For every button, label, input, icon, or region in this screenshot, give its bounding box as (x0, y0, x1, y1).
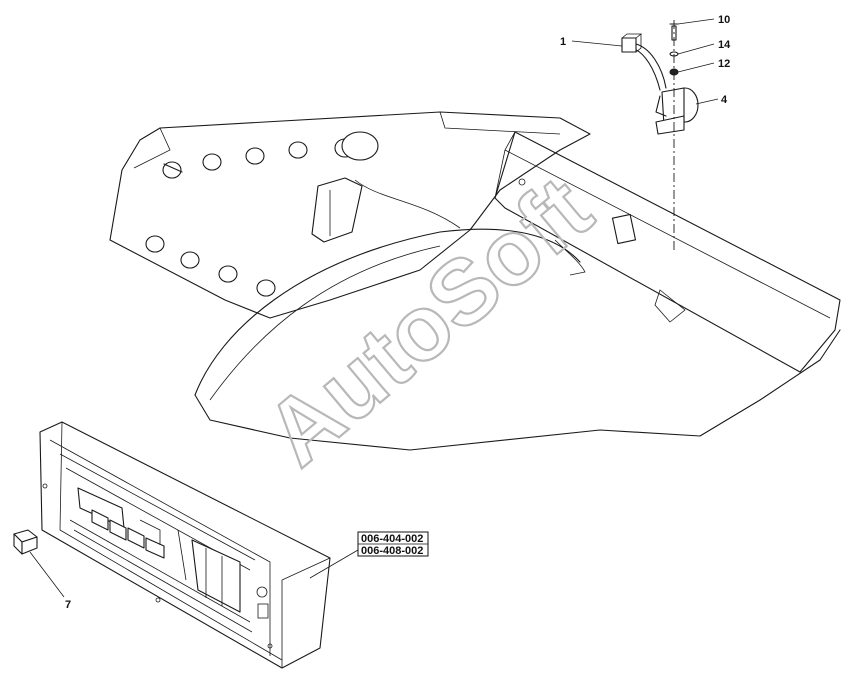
callout-14: 14 (718, 39, 731, 51)
part-number-2: 006-408-002 (361, 545, 423, 557)
callout-12: 12 (718, 58, 730, 70)
fender-arch (194, 228, 581, 396)
center-bracket (311, 177, 363, 243)
knob-row-bottom (145, 235, 276, 297)
callout-10: 10 (718, 14, 730, 26)
leader-lines (29, 18, 719, 598)
callout-4: 4 (721, 94, 728, 106)
watermark-text: AutoSoft (247, 158, 610, 486)
fuse-panel (39, 421, 331, 669)
connector-1 (621, 37, 637, 53)
dashboard-body (109, 111, 841, 451)
callout-1: 1 (560, 36, 566, 48)
callout-7: 7 (65, 599, 71, 611)
part-7-cube (13, 529, 38, 555)
part-4-assembly (621, 20, 699, 250)
part-number-box: 006-404-002 006-408-002 (357, 531, 429, 557)
knob-row-top (162, 131, 379, 179)
part-number-1: 006-404-002 (361, 533, 423, 545)
